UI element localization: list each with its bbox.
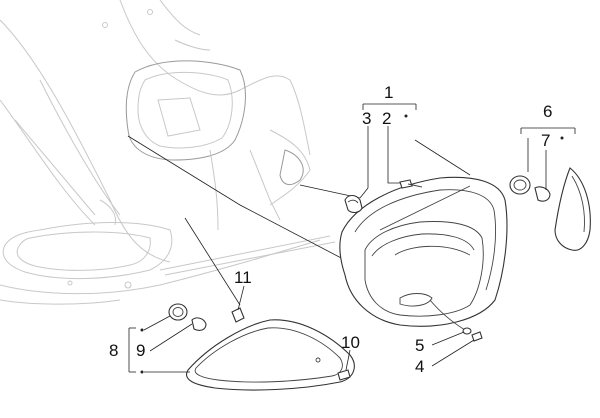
- screw-4: [471, 331, 483, 342]
- callout-1: 1: [384, 83, 393, 102]
- callout-9: 9: [136, 341, 145, 360]
- callout-4: 4: [415, 357, 424, 376]
- washer-5: [462, 327, 472, 335]
- bulb-7: [534, 186, 551, 202]
- callout-5: 5: [415, 336, 424, 355]
- screw-2: [399, 179, 423, 189]
- callout-7: 7: [541, 131, 550, 150]
- bulb-9: [191, 317, 207, 331]
- callout-6: 6: [543, 102, 552, 121]
- callout-labels: 1 2 3 4 5 6 7 8 9 10 11: [109, 83, 552, 376]
- side-reflector: [554, 167, 591, 251]
- screw-10: [337, 369, 351, 381]
- bulb-holder-6: [509, 175, 531, 195]
- callout-3: 3: [362, 109, 371, 128]
- bulb-holder-8: [168, 303, 188, 321]
- bulb-3: [344, 194, 363, 213]
- scooter-rear-body: [0, 0, 336, 305]
- callout-10: 10: [341, 333, 360, 352]
- clip-11: [231, 307, 245, 323]
- callout-11: 11: [234, 268, 252, 287]
- tail-light-assembly: [339, 176, 508, 331]
- callout-leaders: [128, 103, 576, 374]
- callout-2: 2: [382, 109, 391, 128]
- lower-lens-assembly: [186, 319, 355, 391]
- callout-8: 8: [109, 341, 118, 360]
